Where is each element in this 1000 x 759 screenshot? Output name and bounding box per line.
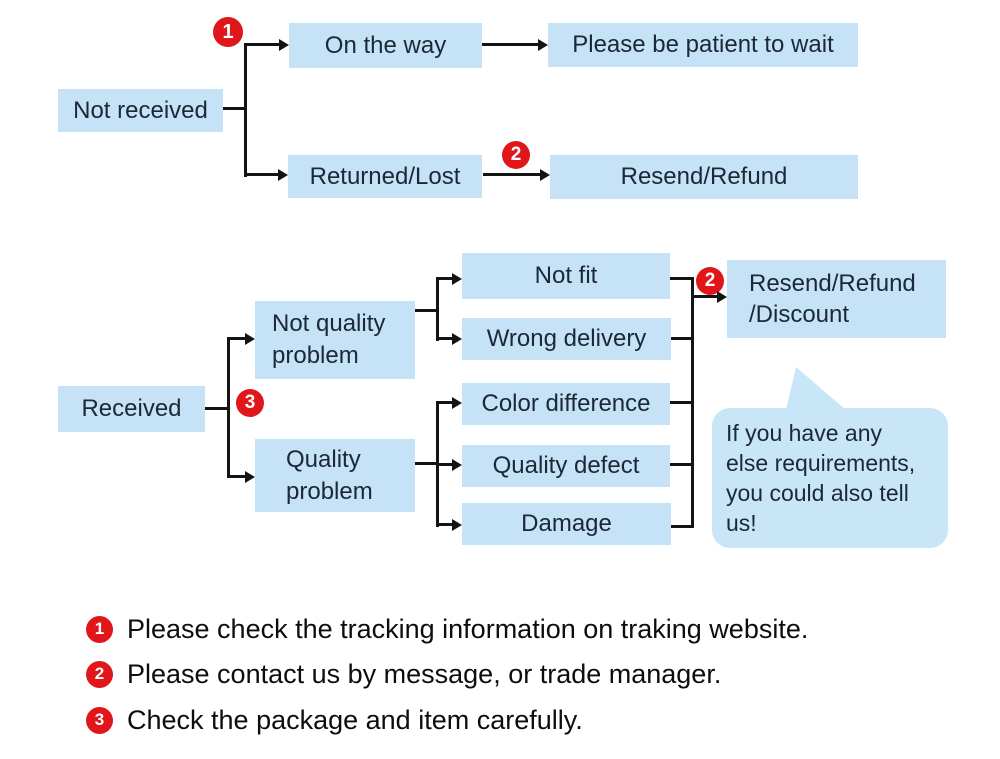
- node-label-line: problem: [272, 342, 359, 369]
- connector-arrow: [691, 295, 717, 298]
- node-resend-refund: Resend/Refund: [550, 155, 858, 199]
- bubble-text-line: us!: [726, 510, 757, 536]
- legend-text: Check the package and item carefully.: [127, 704, 583, 735]
- node-label-line: problem: [286, 477, 373, 505]
- connector-line: [670, 463, 694, 466]
- node-label-line: Not quality: [272, 310, 386, 337]
- node-not-quality-problem: Not quality problem: [255, 301, 415, 379]
- node-quality-problem: Quality problem: [255, 439, 415, 512]
- node-returned-lost: Returned/Lost: [288, 155, 482, 198]
- node-resend-refund-discount: Resend/Refund /Discount: [727, 260, 946, 338]
- legend-text: Please contact us by message, or trade m…: [127, 658, 722, 689]
- connector-line: [691, 277, 694, 528]
- connector-line: [415, 309, 439, 312]
- badge-3-icon: 3: [236, 389, 264, 417]
- node-please-be-patient: Please be patient to wait: [548, 23, 858, 67]
- badge-2-icon: 2: [502, 141, 530, 169]
- connector-line: [436, 277, 439, 341]
- node-received: Received: [58, 386, 205, 432]
- speech-bubble: If you have any else requirements, you c…: [712, 408, 948, 548]
- connector-line: [227, 337, 230, 478]
- badge-1-icon: 1: [86, 615, 113, 643]
- connector-arrow: [482, 43, 538, 46]
- connector-arrow: [244, 173, 278, 176]
- connector-line: [415, 462, 439, 465]
- bubble-text-line: else requirements,: [726, 450, 916, 476]
- connector-line: [670, 277, 694, 280]
- badge-2-icon: 2: [86, 660, 113, 688]
- node-not-fit: Not fit: [462, 253, 670, 299]
- connector-arrow: [483, 173, 540, 176]
- connector-line: [205, 407, 230, 410]
- connector-arrow: [436, 523, 452, 526]
- speech-bubble-tail: [786, 367, 846, 410]
- bubble-text-line: you could also tell: [726, 480, 909, 506]
- connector-line: [671, 337, 694, 340]
- bubble-text-line: If you have any: [726, 420, 882, 446]
- connector-arrow: [436, 277, 452, 280]
- badge-1-icon: 1: [213, 17, 243, 47]
- node-not-received: Not received: [58, 89, 223, 132]
- node-label-line: Quality: [286, 445, 361, 473]
- connector-arrow: [244, 43, 279, 46]
- node-color-difference: Color difference: [462, 383, 670, 425]
- connector-arrow: [436, 463, 452, 466]
- legend-item: 3 Check the package and item carefully.: [86, 703, 583, 737]
- connector-arrow: [436, 401, 452, 404]
- connector-line: [671, 525, 694, 528]
- connector-line: [244, 43, 247, 177]
- legend-item: 2 Please contact us by message, or trade…: [86, 657, 721, 691]
- node-quality-defect: Quality defect: [462, 445, 670, 487]
- legend-item: 1 Please check the tracking information …: [86, 612, 808, 646]
- connector-arrow: [227, 475, 245, 478]
- legend-text: Please check the tracking information on…: [127, 613, 809, 644]
- node-on-the-way: On the way: [289, 23, 482, 68]
- node-damage: Damage: [462, 503, 671, 545]
- connector-line: [223, 107, 247, 110]
- connector-arrow: [436, 337, 452, 340]
- connector-arrow: [227, 337, 245, 340]
- connector-line: [670, 401, 694, 404]
- node-wrong-delivery: Wrong delivery: [462, 318, 671, 360]
- node-label-line: Resend/Refund: [749, 270, 916, 297]
- badge-3-icon: 3: [86, 706, 113, 734]
- node-label-line: /Discount: [749, 301, 850, 328]
